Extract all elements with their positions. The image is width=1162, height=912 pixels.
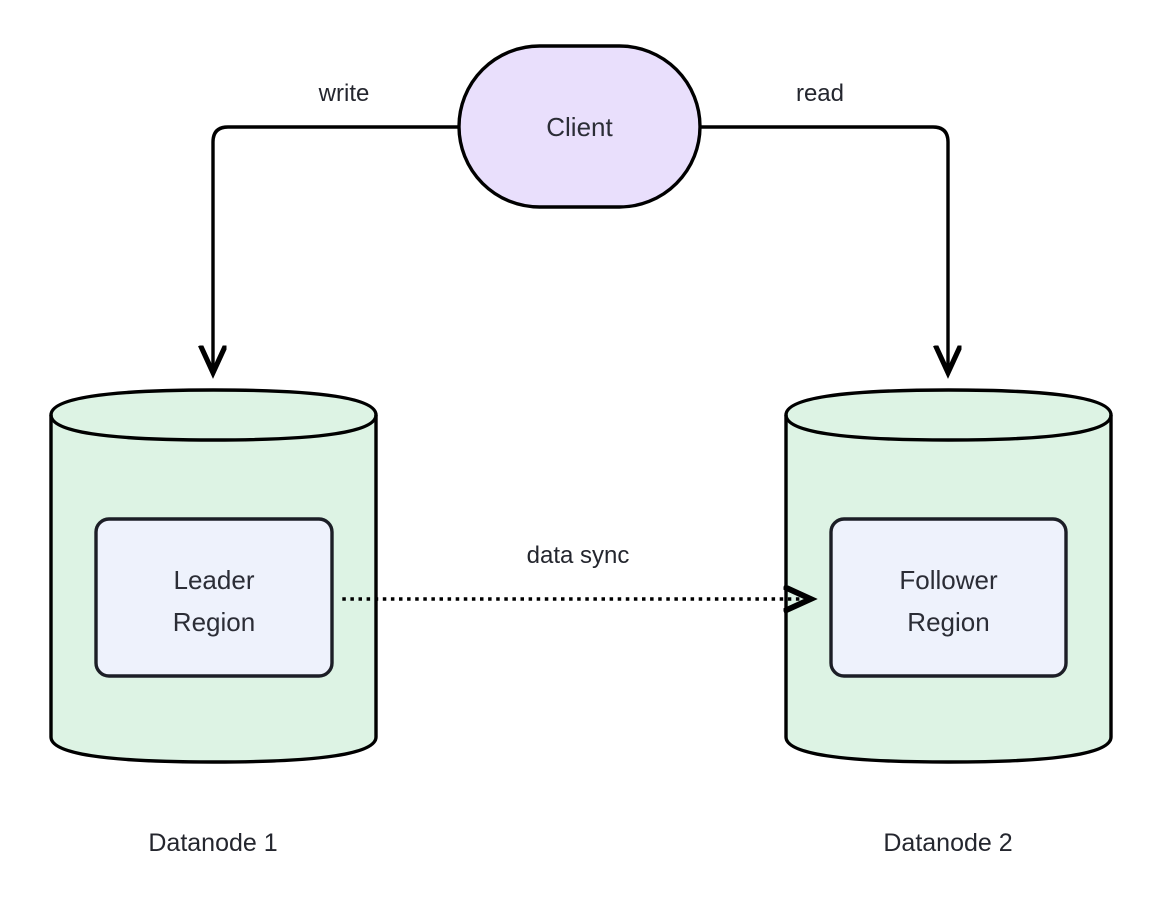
follower-region-label-line1: Follower [899, 565, 998, 595]
data-sync-edge: data sync [342, 542, 808, 599]
node-datanode1[interactable]: Leader Region Datanode 1 [49, 388, 378, 857]
datanode1-caption: Datanode 1 [148, 829, 277, 857]
write-edge: write [213, 80, 458, 370]
read-edge: read [700, 80, 948, 370]
node-datanode2[interactable]: Follower Region Datanode 2 [784, 388, 1113, 857]
leader-region-box[interactable]: Leader Region [94, 517, 334, 678]
leader-region-label-line2: Region [173, 607, 255, 637]
client-label: Client [546, 112, 613, 142]
read-edge-label: read [796, 80, 844, 107]
node-client[interactable]: Client [457, 44, 702, 209]
datanode2-caption: Datanode 2 [883, 829, 1012, 857]
data-sync-edge-label: data sync [527, 542, 630, 569]
datanode1-cylinder-top-rim [49, 414, 378, 442]
write-edge-path [213, 125, 458, 370]
write-edge-label: write [318, 80, 370, 107]
datanode2-cylinder-top-rim [784, 414, 1113, 442]
follower-region-shape [829, 517, 1068, 678]
follower-region-label-line2: Region [907, 607, 989, 637]
client-shape [457, 44, 702, 209]
leader-region-label-line1: Leader [174, 565, 255, 595]
read-edge-path [700, 125, 948, 370]
follower-region-box[interactable]: Follower Region [829, 517, 1068, 678]
leader-region-shape [94, 517, 334, 678]
